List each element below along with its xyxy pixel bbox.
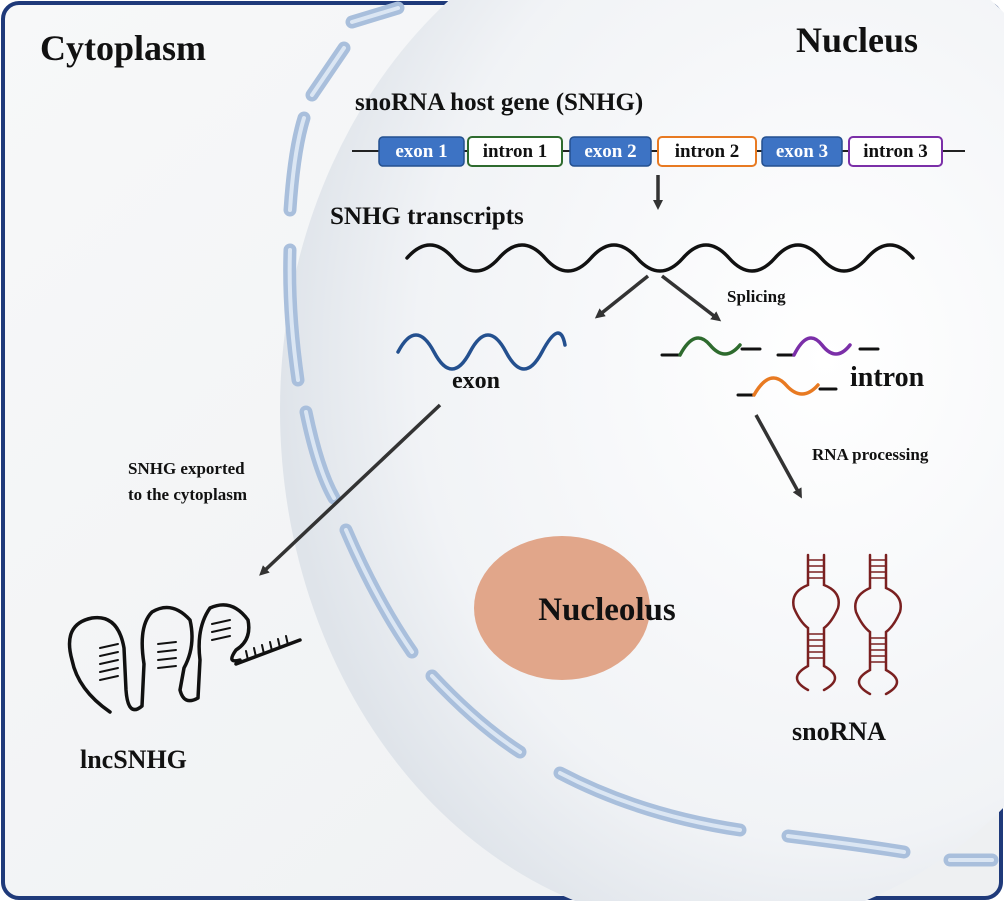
arrow-rna-processing [754,414,802,499]
gene-title: snoRNA host gene (SNHG) [355,89,643,116]
lncsnhg-label: lncSNHG [80,745,187,774]
exon-label: exon [452,368,500,394]
intron-fragment-orange [736,376,838,397]
segment-label: intron 1 [483,141,548,162]
segment-label: intron 2 [675,141,740,162]
arrow-export [259,403,442,576]
segment-label: exon 1 [395,141,447,162]
nucleolus-label: Nucleolus [538,592,676,628]
segment-intron-2: intron 2 [657,136,757,167]
exon-wave [396,331,567,371]
segment-exon-3: exon 3 [761,136,843,167]
snorna-label: snoRNA [792,717,886,746]
segment-label: exon 3 [776,141,828,162]
export-label-line-1: SNHG exported [128,459,245,478]
nucleus-label: Nucleus [796,20,918,60]
intron-label: intron [850,362,925,393]
arrow-to-exon [594,274,650,319]
gene-segments: exon 1 intron 1 exon 2 intron 2 exon 3 i… [378,136,943,167]
segment-intron-3: intron 3 [848,136,943,167]
rna-processing-label: RNA processing [812,445,929,464]
export-label-line-2: to the cytoplasm [128,485,247,504]
nucleolus [474,536,650,680]
snorna-hairpin-2 [854,553,902,696]
cytoplasm-label: Cytoplasm [40,28,206,68]
segment-exon-2: exon 2 [569,136,652,167]
lncsnhg-structure [67,603,302,714]
intron-fragment-green [660,336,762,357]
splicing-label: Splicing [727,287,786,306]
arrow-to-intron [660,274,722,322]
transcript-wave [405,243,915,273]
nuclear-envelope [283,1,999,867]
segment-label: exon 2 [584,141,636,162]
nucleus [280,0,1004,901]
transcripts-label: SNHG transcripts [330,203,524,230]
segment-intron-1: intron 1 [467,136,563,167]
segment-label: intron 3 [863,141,928,162]
snorna-hairpin-1 [792,553,840,692]
segment-exon-1: exon 1 [378,136,465,167]
intron-fragment-purple [776,336,880,357]
